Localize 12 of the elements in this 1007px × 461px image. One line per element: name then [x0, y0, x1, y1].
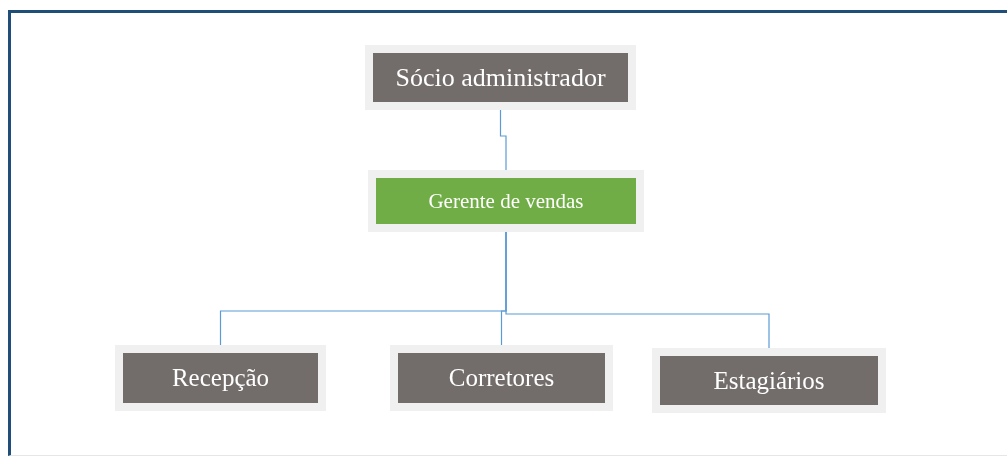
connector-line — [499, 109, 507, 171]
org-chart-box — [390, 345, 613, 411]
position-title: Corretores — [448, 364, 555, 392]
position-title: Sócio administrador — [395, 62, 606, 93]
org-chart-box — [365, 45, 636, 110]
org-chart-box — [652, 348, 886, 413]
org-chart-box — [115, 345, 326, 411]
org-chart-box — [368, 170, 644, 232]
position-title: Estagiários — [713, 366, 825, 395]
position-title: Recepção — [171, 364, 270, 392]
position-title: Gerente de vendas — [428, 188, 584, 214]
connector-line — [505, 231, 770, 349]
